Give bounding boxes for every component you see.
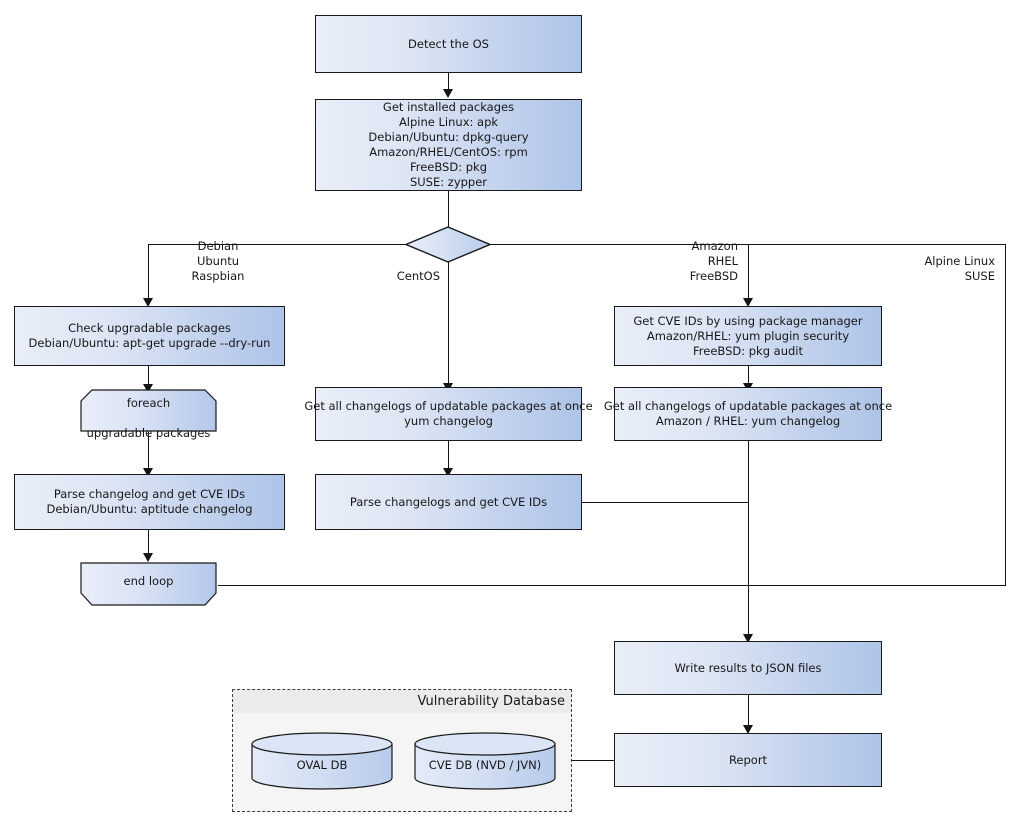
node-parse-changelog-debian-label: Parse changelog and get CVE IDs Debian/U… [46, 487, 253, 516]
connector-amazon-branch [748, 244, 749, 302]
connector-centos-parse-to-trunk [582, 502, 749, 503]
node-get-cve-ids-pkgmgr[interactable]: Get CVE IDs by using package manager Ama… [614, 306, 882, 366]
node-check-upgradable-label: Check upgradable packages Debian/Ubuntu:… [28, 321, 271, 350]
database-cylinder-cve[interactable]: CVE DB (NVD / JVN) [414, 732, 556, 790]
node-parse-changelogs-centos-label: Parse changelogs and get CVE IDs [349, 494, 548, 509]
node-get-installed-packages[interactable]: Get installed packages Alpine Linux: apk… [315, 99, 582, 191]
connector-packages-to-decision [448, 191, 449, 228]
node-detect-os-label: Detect the OS [408, 36, 489, 51]
node-get-cve-ids-pkgmgr-label: Get CVE IDs by using package manager Ama… [633, 313, 863, 358]
connector-centos-branch [448, 262, 449, 387]
vulnerability-database-panel: Vulnerability Database OVAL DB [232, 689, 572, 812]
vulnerability-database-title: Vulnerability Database [233, 690, 571, 713]
node-write-results-label: Write results to JSON files [674, 660, 822, 675]
connector-main-trunk [748, 441, 749, 641]
arrowhead-foreach-to-parse [143, 468, 153, 477]
node-changelogs-centos[interactable]: Get all changelogs of updatable packages… [304, 387, 593, 441]
database-cylinder-oval[interactable]: OVAL DB [251, 732, 393, 790]
node-get-installed-packages-label: Get installed packages Alpine Linux: apk… [368, 100, 529, 189]
connector-detect-to-packages [448, 73, 449, 93]
edge-label-debian: Debian Ubuntu Raspbian [191, 239, 245, 283]
node-foreach-loop-label: foreach upgradable packages [86, 395, 211, 440]
node-changelogs-amazon-rhel-label: Get all changelogs of updatable packages… [603, 399, 893, 428]
edge-label-alpine: Alpine Linux SUSE [924, 254, 995, 283]
arrowhead-parse-to-endloop [143, 553, 153, 562]
connector-debian-branch [148, 244, 149, 302]
connector-split-right [489, 244, 1006, 245]
node-report-label: Report [728, 752, 768, 767]
node-report[interactable]: Report [614, 733, 882, 787]
arrowhead-trunk-to-write [743, 634, 753, 643]
node-parse-changelog-debian[interactable]: Parse changelog and get CVE IDs Debian/U… [14, 474, 285, 530]
database-cylinder-cve-label: CVE DB (NVD / JVN) [428, 758, 542, 772]
arrowhead-check-to-foreach [143, 384, 153, 393]
database-cylinder-oval-label: OVAL DB [296, 758, 348, 772]
node-os-decision[interactable] [405, 226, 491, 263]
connector-cveids-to-changelogs [748, 366, 749, 387]
node-changelogs-centos-label: Get all changelogs of updatable packages… [304, 399, 593, 428]
node-check-upgradable[interactable]: Check upgradable packages Debian/Ubuntu:… [14, 306, 285, 366]
connector-check-to-foreach [148, 366, 149, 388]
connector-centos-changelogs-to-parse [448, 441, 449, 474]
node-foreach-loop[interactable]: foreach upgradable packages [80, 389, 217, 440]
arrowhead-debian-branch [143, 298, 153, 307]
node-end-loop[interactable]: end loop [80, 562, 217, 606]
node-parse-changelogs-centos[interactable]: Parse changelogs and get CVE IDs [315, 474, 582, 530]
connector-foreach-to-parse [148, 432, 149, 474]
edge-label-amazon: Amazon RHEL FreeBSD [689, 239, 738, 283]
edge-label-centos: CentOS [396, 269, 440, 283]
node-changelogs-amazon-rhel[interactable]: Get all changelogs of updatable packages… [604, 387, 892, 441]
node-end-loop-label: end loop [123, 573, 174, 588]
arrowhead-amazon-branch [743, 298, 753, 307]
connector-parse-to-endloop [148, 530, 149, 560]
node-detect-os[interactable]: Detect the OS [315, 15, 582, 73]
connector-endloop-to-trunk [218, 585, 1006, 586]
arrowhead-detect-to-packages [443, 89, 453, 98]
connector-split-left [148, 244, 407, 245]
arrowhead-centos-changelogs-to-parse [443, 468, 453, 477]
connector-vulndb-to-report [570, 760, 615, 761]
connector-write-to-report [748, 695, 749, 731]
arrowhead-write-to-report [743, 725, 753, 734]
connector-alpine-branch [1005, 244, 1006, 586]
node-write-results[interactable]: Write results to JSON files [614, 641, 882, 695]
